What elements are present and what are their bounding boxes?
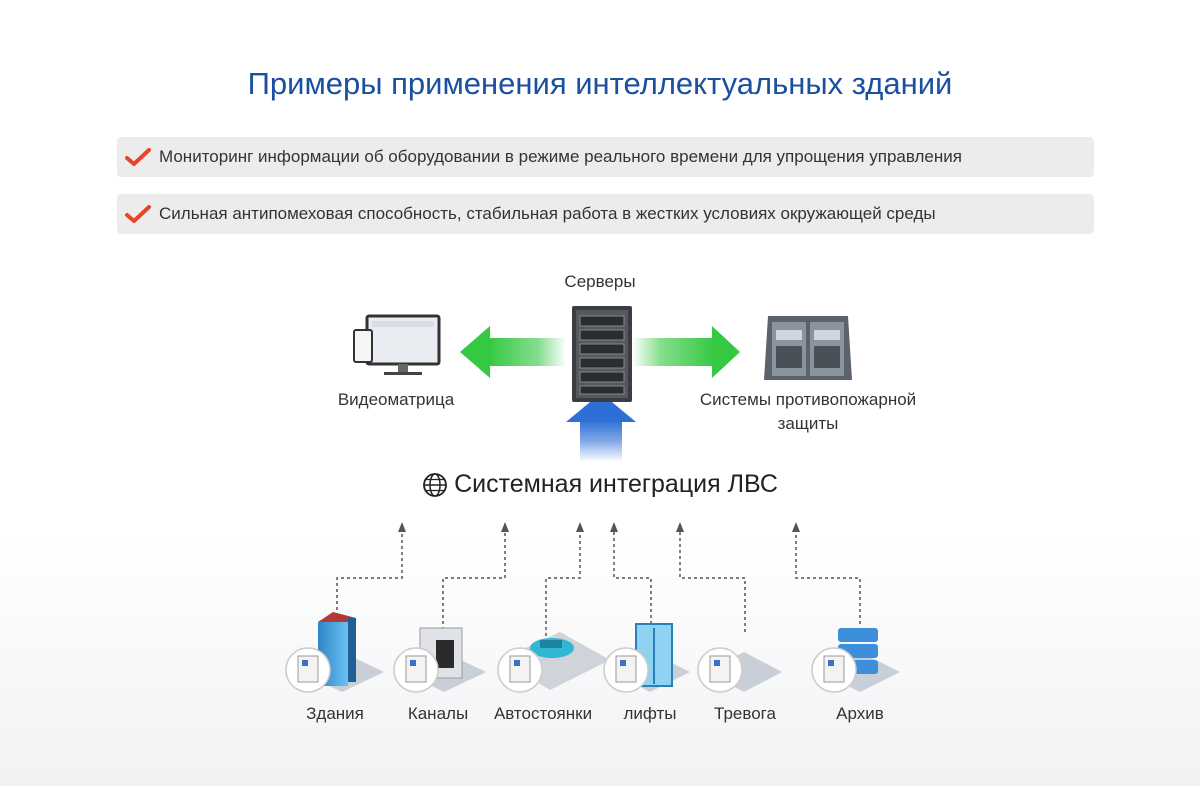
fire-protection-cabinet-icon — [764, 316, 852, 380]
bottom-label-buildings: Здания — [306, 704, 364, 723]
bottom-label-archive: Архив — [836, 704, 884, 723]
connector-lines — [336, 528, 861, 636]
lan-integration-label: Системная интеграция ЛВС — [454, 470, 778, 498]
arrow-up-icon — [566, 393, 636, 462]
servers-label: Серверы — [564, 272, 636, 291]
fire-protection-label: Системы противопожарной защиты — [670, 390, 946, 434]
device-module-icon — [497, 647, 543, 693]
device-module-icon — [697, 647, 743, 693]
feature-text: Мониторинг информации об оборудовании в … — [159, 147, 962, 166]
arrow-right-icon — [632, 326, 740, 378]
arrow-left-icon — [460, 326, 566, 378]
device-module-icon — [811, 647, 857, 693]
monitor-icon — [353, 314, 441, 375]
device-module-icon — [393, 647, 439, 693]
connector-arrowheads — [398, 522, 800, 532]
fire-protection-label-line2: защиты — [777, 414, 839, 433]
checkmark-icon — [125, 148, 151, 166]
server-rack-icon — [572, 306, 632, 402]
feature-text: Сильная антипомеховая способность, стаби… — [159, 204, 936, 223]
bottom-label-channels: Каналы — [407, 704, 469, 723]
bottom-label-elevators: лифты — [623, 704, 677, 723]
checkmark-icon — [125, 205, 151, 223]
fire-protection-label-line1: Системы противопожарной — [699, 390, 917, 409]
globe-icon — [423, 472, 447, 497]
videowall-label: Видеоматрица — [337, 390, 455, 409]
page-title: Примеры применения интеллектуальных здан… — [247, 66, 953, 101]
bottom-label-alarm: Тревога — [714, 704, 776, 723]
feature-row: Сильная антипомеховая способность, стаби… — [117, 194, 1094, 234]
feature-row: Мониторинг информации об оборудовании в … — [117, 137, 1094, 177]
bottom-label-parking: Автостоянки — [493, 704, 593, 723]
lan-integration-heading: Системная интеграция ЛВС — [0, 470, 1200, 499]
device-module-icon — [285, 647, 331, 693]
device-module-icon — [603, 647, 649, 693]
